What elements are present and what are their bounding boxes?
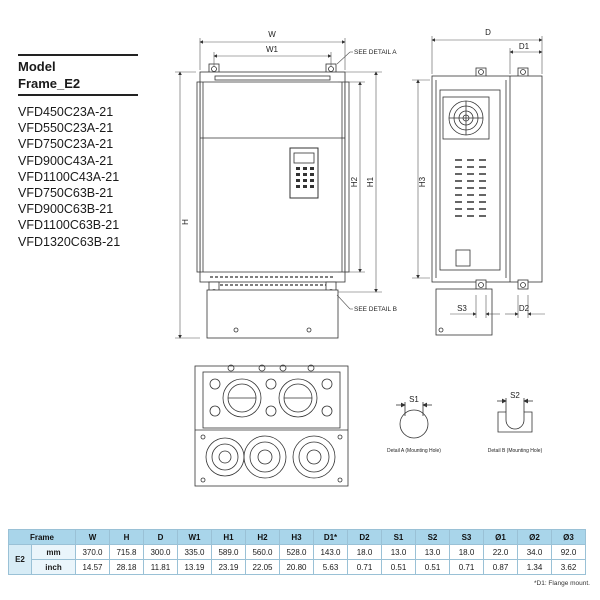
dimension-table: Frame W H D W1 H1 H2 H3 D1* D2 S1 S2 S3 … bbox=[8, 529, 586, 575]
col-header: D2 bbox=[347, 529, 382, 545]
table-cell: 34.0 bbox=[517, 544, 552, 560]
col-header: Frame bbox=[8, 529, 76, 545]
model-item: VFD550C23A-21 bbox=[18, 121, 114, 136]
col-header: H3 bbox=[279, 529, 314, 545]
table-cell: 335.0 bbox=[177, 544, 212, 560]
model-item: VFD900C43A-21 bbox=[18, 153, 114, 168]
side-view bbox=[431, 67, 543, 336]
col-header: H2 bbox=[245, 529, 280, 545]
dim-d2-label: D2 bbox=[519, 304, 530, 313]
col-header: S2 bbox=[415, 529, 450, 545]
frame-cell: E2 bbox=[8, 544, 32, 575]
table-cell: 0.51 bbox=[381, 559, 416, 575]
model-list: VFD450C23A-21 VFD550C23A-21 VFD750C23A-2… bbox=[18, 104, 120, 250]
table-cell: 18.0 bbox=[449, 544, 484, 560]
dim-s3-label: S3 bbox=[457, 304, 467, 313]
dim-h1-label: H1 bbox=[366, 176, 375, 187]
table-cell: 300.0 bbox=[143, 544, 178, 560]
dim-d-label: D bbox=[485, 28, 491, 37]
bottom-view bbox=[194, 364, 349, 487]
table-cell: 589.0 bbox=[211, 544, 246, 560]
model-item: VFD750C23A-21 bbox=[18, 137, 114, 152]
model-item: VFD450C23A-21 bbox=[18, 105, 114, 119]
table-cell: 0.51 bbox=[415, 559, 450, 575]
table-cell: 5.63 bbox=[313, 559, 348, 575]
detail-s1-label: S1 bbox=[409, 395, 419, 404]
col-header: S3 bbox=[449, 529, 484, 545]
heading-rule-bottom bbox=[18, 94, 138, 96]
dim-d1-label: D1 bbox=[519, 42, 530, 51]
table-row: E2 mm 370.0 715.8 300.0 335.0 589.0 560.… bbox=[8, 544, 586, 575]
model-item: VFD1320C63B-21 bbox=[18, 234, 121, 249]
table-cell: 370.0 bbox=[75, 544, 110, 560]
model-item: VFD750C63B-21 bbox=[18, 186, 114, 201]
model-label: Model bbox=[18, 59, 56, 74]
heading-rule-top bbox=[18, 54, 138, 56]
dim-w1-label: W1 bbox=[266, 45, 279, 54]
table-cell: 14.57 bbox=[75, 559, 110, 575]
col-header: S1 bbox=[381, 529, 416, 545]
table-cell: 715.8 bbox=[109, 544, 144, 560]
model-heading: Model Frame_E2 bbox=[18, 58, 80, 92]
detail-a-caption: Detail A (Mounting Hole) bbox=[387, 448, 441, 454]
table-cell: 20.80 bbox=[279, 559, 314, 575]
table-cell: 528.0 bbox=[279, 544, 314, 560]
model-item: VFD1100C43A-21 bbox=[18, 169, 120, 184]
col-header: W1 bbox=[177, 529, 212, 545]
col-header: Ø2 bbox=[517, 529, 552, 545]
see-detail-a: SEE DETAIL A bbox=[354, 49, 397, 56]
side-dimensions bbox=[412, 36, 545, 318]
table-cell: 13.0 bbox=[381, 544, 416, 560]
dim-h-label: H bbox=[181, 219, 190, 225]
col-header: Ø1 bbox=[483, 529, 518, 545]
front-dimensions bbox=[175, 38, 382, 339]
table-cell: 0.71 bbox=[449, 559, 484, 575]
flange-note: *D1: Flange mount. bbox=[533, 580, 590, 587]
col-header: W bbox=[75, 529, 110, 545]
table-row: inch 14.57 28.18 11.81 13.19 23.19 22.05… bbox=[9, 559, 586, 575]
front-view bbox=[196, 63, 350, 339]
dim-h2-label: H2 bbox=[350, 176, 359, 187]
detail-s2-label: S2 bbox=[510, 391, 520, 400]
unit-cell: inch bbox=[31, 559, 76, 575]
unit-cell: mm bbox=[31, 544, 76, 560]
detail-b-drawing bbox=[497, 398, 533, 433]
table-cell: 143.0 bbox=[313, 544, 348, 560]
drawing-canvas: W W1 H H1 H2 SEE DETAIL A SEE DETAIL B bbox=[175, 28, 545, 487]
table-cell: 560.0 bbox=[245, 544, 280, 560]
model-item: VFD1100C63B-21 bbox=[18, 218, 120, 233]
table-cell: 3.62 bbox=[551, 559, 586, 575]
col-header: D1* bbox=[313, 529, 348, 545]
table-cell: 22.05 bbox=[245, 559, 280, 575]
col-header: D bbox=[143, 529, 178, 545]
detail-b-caption: Detail B (Mounting Hole) bbox=[488, 448, 543, 454]
table-cell: 22.0 bbox=[483, 544, 518, 560]
table-cell: 11.81 bbox=[143, 559, 178, 575]
see-detail-b: SEE DETAIL B bbox=[354, 306, 397, 313]
table-cell: 13.0 bbox=[415, 544, 450, 560]
detail-a-drawing bbox=[396, 402, 432, 439]
col-header: Ø3 bbox=[551, 529, 586, 545]
frame-label: Frame_E2 bbox=[18, 76, 81, 91]
col-header: H bbox=[109, 529, 144, 545]
table-cell: 13.19 bbox=[177, 559, 212, 575]
table-header-row: Frame W H D W1 H1 H2 H3 D1* D2 S1 S2 S3 … bbox=[8, 529, 586, 545]
dim-h3-label: H3 bbox=[418, 176, 427, 187]
dim-w-label: W bbox=[268, 30, 276, 39]
table-cell: 28.18 bbox=[109, 559, 144, 575]
col-header: H1 bbox=[211, 529, 246, 545]
model-item: VFD900C63B-21 bbox=[18, 202, 114, 217]
table-cell: 0.71 bbox=[347, 559, 382, 575]
table-cell: 23.19 bbox=[211, 559, 246, 575]
table-cell: 1.34 bbox=[517, 559, 552, 575]
table-cell: 18.0 bbox=[347, 544, 382, 560]
table-cell: 92.0 bbox=[551, 544, 586, 560]
table-cell: 0.87 bbox=[483, 559, 518, 575]
